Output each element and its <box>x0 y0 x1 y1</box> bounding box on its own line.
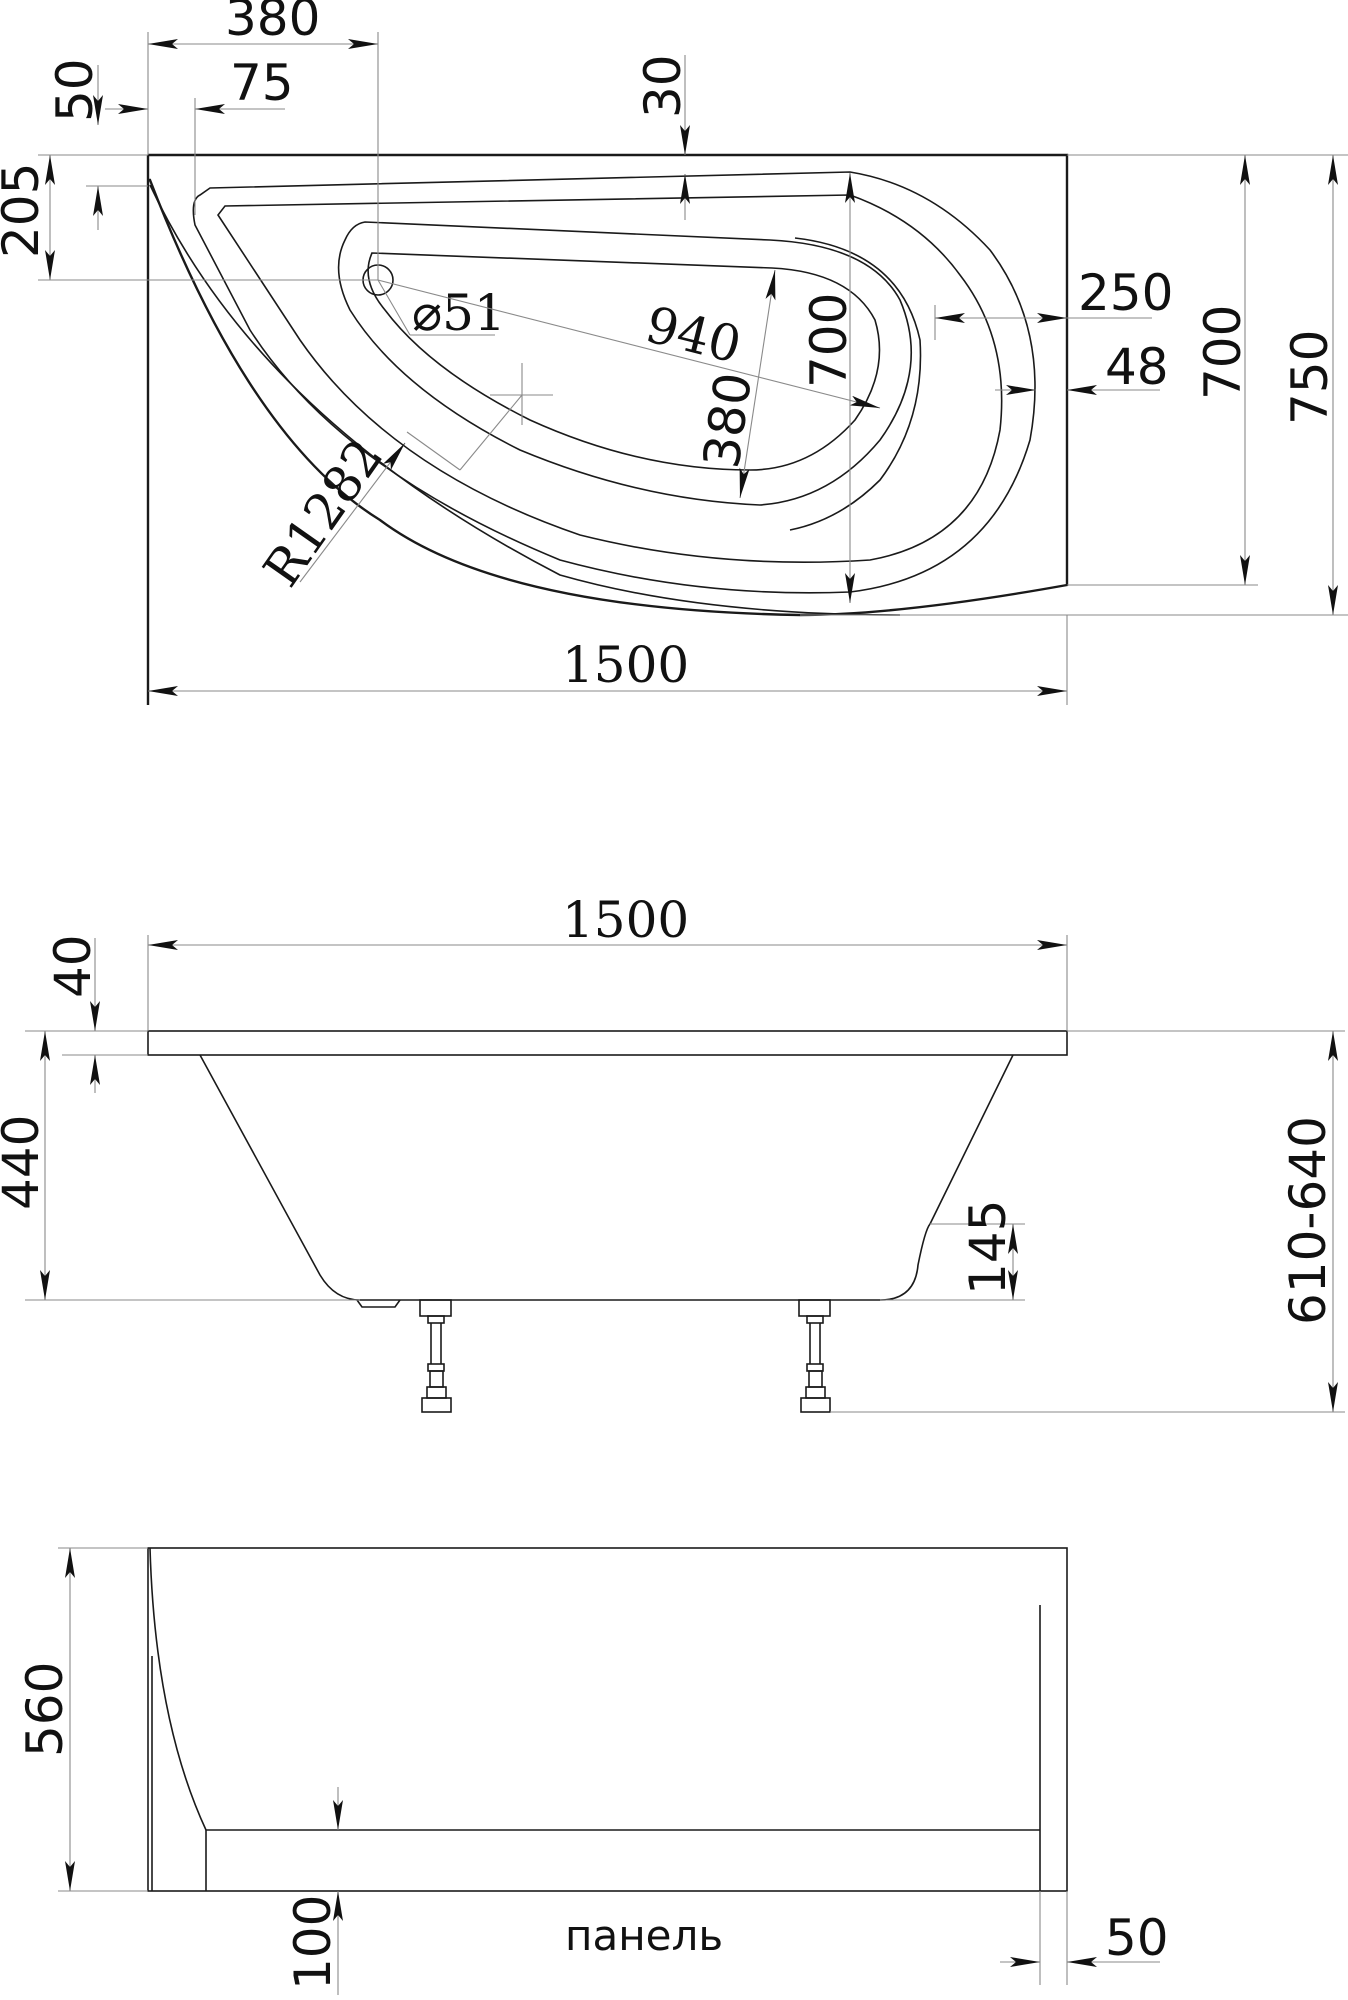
dim-drain-diameter: ⌀51 <box>412 284 506 342</box>
dim-1500-top: 1500 <box>562 636 689 694</box>
dim-380-top: 380 <box>225 0 320 47</box>
dim-75: 75 <box>230 54 294 112</box>
dim-1500-front: 1500 <box>562 891 689 949</box>
bathtub-rim <box>147 1030 1068 1056</box>
panel-side-curve <box>149 1547 207 1831</box>
dim-610-640: 610-640 <box>1279 1116 1337 1325</box>
dim-700-inner: 700 <box>800 293 858 388</box>
dim-50-left: 50 <box>46 58 104 122</box>
dim-50-panel: 50 <box>1105 1909 1169 1967</box>
dim-940: 940 <box>640 295 747 374</box>
dim-48: 48 <box>1105 338 1169 396</box>
dim-145: 145 <box>959 1200 1017 1295</box>
dim-440: 440 <box>0 1115 50 1210</box>
front-edge-curve <box>149 184 901 616</box>
panel-caption: панель <box>565 1911 723 1960</box>
basin-outer <box>337 221 913 506</box>
adjustable-leg-right <box>798 1299 831 1413</box>
dim-380-inner: 380 <box>692 369 763 472</box>
dim-250: 250 <box>1078 264 1173 322</box>
top-view: 380 75 50 205 30 ⌀51 940 380 700 <box>0 0 1348 705</box>
top-view-outline <box>146 153 1069 705</box>
adjustable-leg-left <box>419 1299 452 1413</box>
dim-30: 30 <box>634 54 692 118</box>
dim-560: 560 <box>16 1662 74 1757</box>
dim-700-outer: 700 <box>1194 305 1252 400</box>
rim-inner-curve <box>217 194 1003 564</box>
basin-right-offset <box>789 237 922 531</box>
dim-205: 205 <box>0 163 50 258</box>
drain-bump <box>356 1299 401 1308</box>
panel-view: 560 100 панель 50 <box>16 1547 1169 1995</box>
bathtub-body <box>199 1054 1014 1301</box>
dim-40: 40 <box>44 934 102 998</box>
center-cross <box>406 363 553 471</box>
front-view: 1500 40 440 145 610-640 <box>0 891 1345 1413</box>
dim-750: 750 <box>1281 330 1339 425</box>
dim-100: 100 <box>284 1895 342 1990</box>
dim-radius: R1282 <box>252 429 394 597</box>
panel-outline <box>147 1547 1068 1892</box>
